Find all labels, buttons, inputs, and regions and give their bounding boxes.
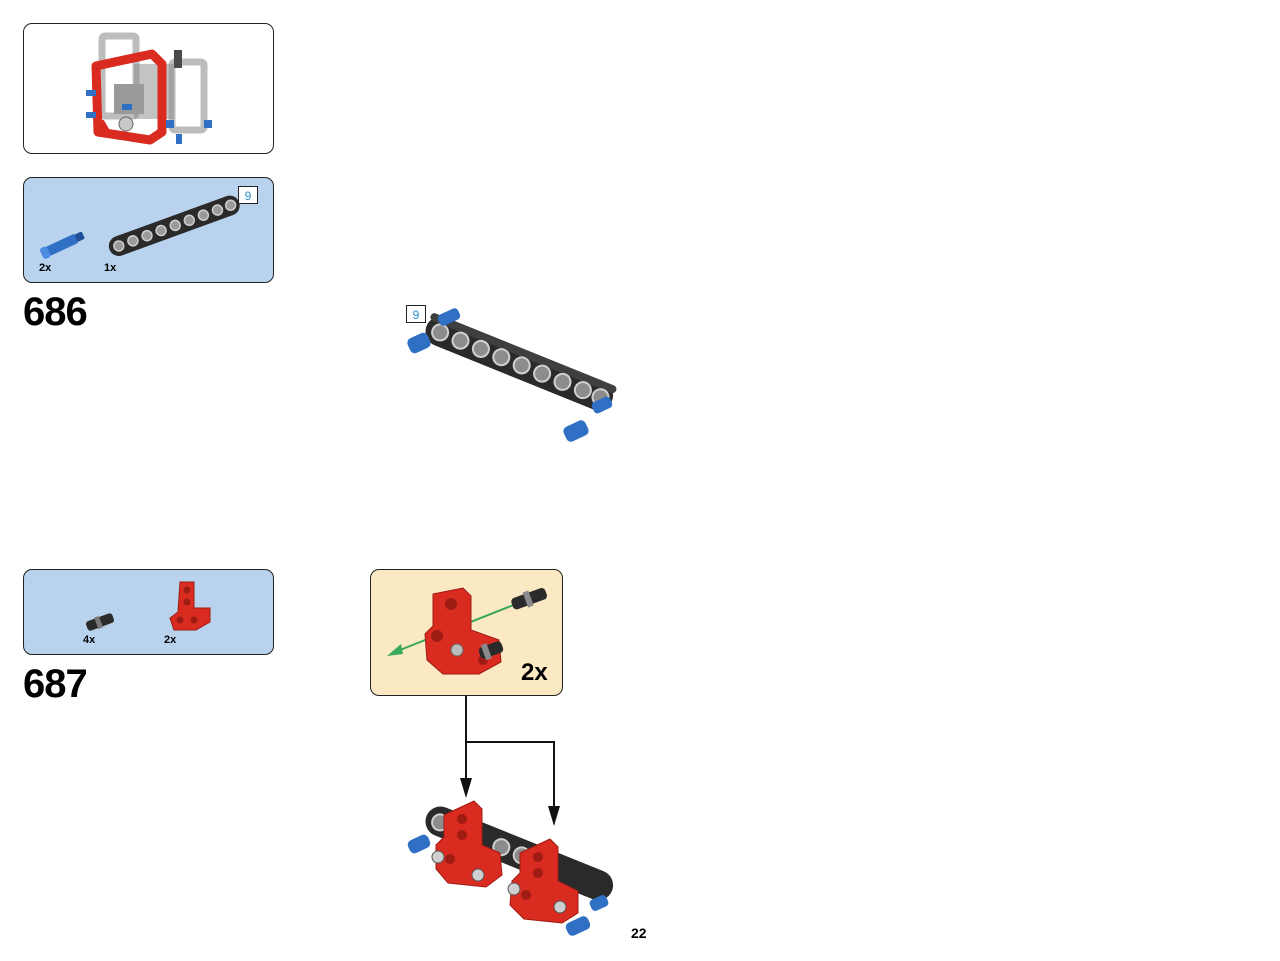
part-qty-black-beam: 1x	[104, 262, 117, 274]
step-686-parts-panel: 2x 1x 9	[23, 177, 274, 283]
model-overview-panel	[23, 23, 274, 154]
subassembly-multiplier: 2x	[521, 659, 548, 686]
step-687-assembly-image	[407, 800, 614, 936]
step-number-686: 686	[23, 290, 88, 334]
black-pin-long-icon	[85, 613, 115, 631]
black-beam-9-icon	[108, 195, 240, 256]
subassembly-image	[387, 587, 547, 675]
part-qty-black-pin: 4x	[83, 634, 96, 646]
placement-arrows	[460, 696, 560, 826]
step-number-687: 687	[23, 662, 88, 706]
page-number: 22	[631, 925, 647, 941]
subassembly-callout-panel: 2x	[370, 569, 563, 696]
part-qty-blue-axle-pin: 2x	[39, 262, 52, 274]
beam-length-callout: 9	[238, 186, 258, 204]
step-687-parts-panel: 4x 2x	[23, 569, 274, 655]
step-686-assembly-image	[407, 308, 617, 442]
model-overview-image	[86, 32, 212, 145]
part-qty-red-t-beam: 2x	[164, 634, 177, 646]
blue-axle-pin-icon	[40, 231, 85, 259]
assembly-length-callout: 9	[406, 305, 426, 323]
red-t-beam-icon	[169, 581, 211, 631]
